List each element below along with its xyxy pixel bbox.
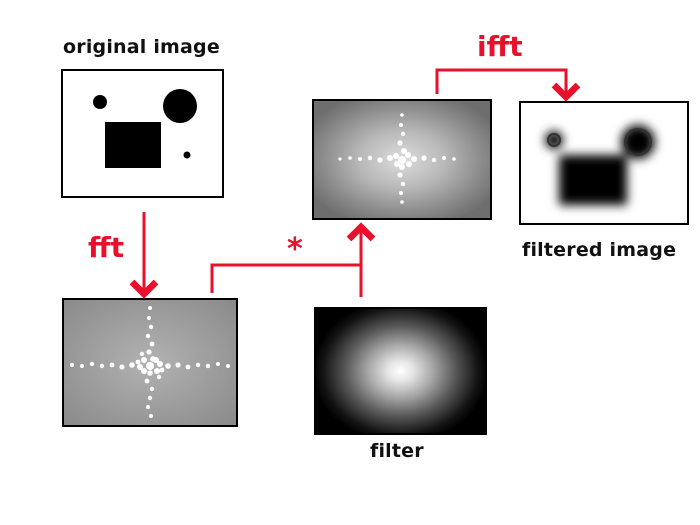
ifft-label: ifft (477, 30, 523, 63)
multiply-connector (210, 263, 361, 293)
filtered-image-panel (519, 101, 689, 225)
filter-caption: filter (370, 440, 424, 462)
filter-panel (314, 307, 487, 435)
original-image-panel (61, 69, 224, 198)
large-circle (163, 89, 197, 123)
ifft-arrow (435, 68, 581, 102)
square-shape (105, 122, 161, 168)
fft-label: fft (88, 231, 125, 264)
original-image-shapes (93, 89, 197, 168)
filtered-image-caption: filtered image (522, 239, 677, 261)
spectrum-pattern (70, 306, 230, 418)
filtered-image-shapes (545, 125, 655, 205)
spectrum-panel (62, 298, 238, 427)
multiply-label: * (287, 232, 303, 267)
small-circle (93, 95, 107, 109)
dot-shape (183, 151, 191, 159)
filtered-spectrum-panel (312, 99, 492, 220)
original-image-caption: original image (63, 36, 220, 58)
blurred-large-circle (624, 128, 652, 156)
filtered-spectrum-pattern (338, 113, 456, 204)
blurred-small-circle (547, 133, 561, 147)
